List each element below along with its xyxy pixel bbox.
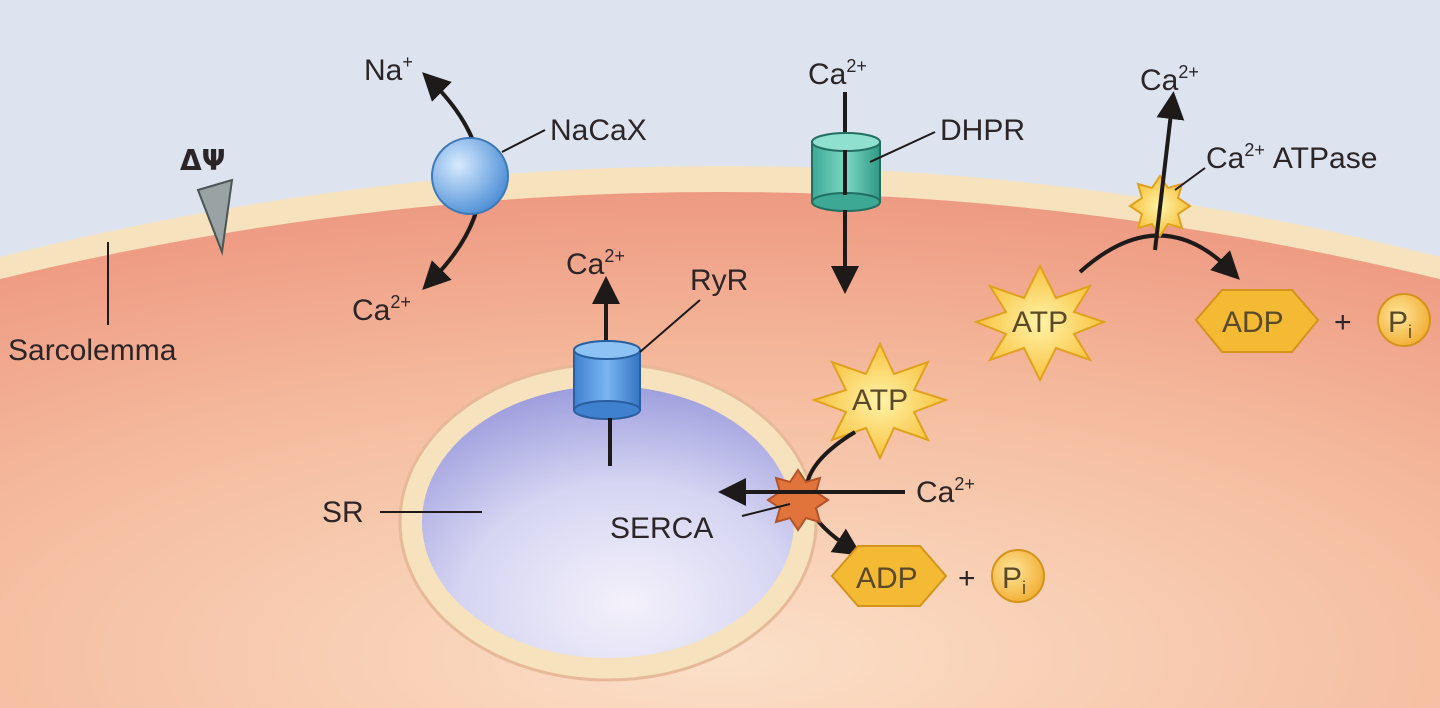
adp-label-1: ADP <box>1222 306 1284 339</box>
ryr-label: RyR <box>690 264 748 297</box>
sr-label: SR <box>322 496 364 529</box>
dhpr-channel-top <box>811 132 881 152</box>
ca-atpase-pointer <box>1174 167 1206 191</box>
ca-atpase-top-sup: 2+ <box>1178 62 1199 82</box>
dhpr-channel-bottom <box>811 192 881 212</box>
nacax-label: NaCaX <box>550 114 647 147</box>
pi-label-1: Pi <box>1388 306 1412 342</box>
na-sup: + <box>402 52 413 72</box>
serca-label: SERCA <box>610 512 713 545</box>
ca-serca-sup: 2+ <box>954 474 975 494</box>
pi-circle-icon <box>991 549 1045 603</box>
ca-serca-text: Ca <box>916 476 955 509</box>
ca-ryr-sup: 2+ <box>604 246 625 266</box>
sr-lumen <box>422 386 794 658</box>
atp-star-icon <box>973 263 1107 383</box>
ca-nacax-sup: 2+ <box>390 292 411 312</box>
atp-label-1: ATP <box>1012 306 1068 339</box>
ryr-channel-bottom <box>573 400 641 420</box>
ryr-channel-top <box>573 340 641 360</box>
ca-serca-label: Ca2+ <box>916 474 975 509</box>
pi2-sub: i <box>1022 578 1026 598</box>
na-text: Na <box>364 54 403 87</box>
ca-nacax-label: Ca2+ <box>352 292 411 327</box>
atpase-efflux-arrow <box>1153 91 1185 251</box>
pi2-text: P <box>1002 562 1022 595</box>
ca-atpase-sup: 2+ <box>1244 140 1265 160</box>
atp-label-2: ATP <box>852 384 908 417</box>
dhpr-label: DHPR <box>940 114 1025 147</box>
nacax-pointer <box>501 129 546 153</box>
ryr-pointer <box>639 299 701 353</box>
serca-pointer <box>741 503 791 517</box>
adp-diamond-icon <box>1194 289 1320 353</box>
adp-diamond-icon <box>830 545 948 607</box>
pi1-text: P <box>1388 306 1408 339</box>
pi-label-2: Pi <box>1002 562 1026 598</box>
ca-ryr-label: Ca2+ <box>566 246 625 281</box>
dhpr-pointer <box>869 131 936 163</box>
ca-nacax-text: Ca <box>352 294 391 327</box>
serca-pump <box>766 468 830 532</box>
atp-star-icon <box>810 341 950 461</box>
ca-ryr-text: Ca <box>566 248 605 281</box>
plus-label-2: + <box>958 562 976 595</box>
adp-label-2: ADP <box>856 562 918 595</box>
na-ion-label: Na+ <box>364 52 413 87</box>
pi1-sub: i <box>1408 322 1412 342</box>
ca-atpase-top-text: Ca <box>1140 64 1179 97</box>
pi-circle-icon <box>1377 293 1431 347</box>
ca-atpase-top-label: Ca2+ <box>1140 62 1199 97</box>
ca-dhpr-label: Ca2+ <box>808 56 867 91</box>
sarcolemma-label: Sarcolemma <box>8 334 177 367</box>
plus-label-1: + <box>1334 306 1352 339</box>
ca-atpase-text: Ca <box>1206 142 1245 175</box>
ca-dhpr-sup: 2+ <box>846 56 867 76</box>
atpase-word: ATPase <box>1273 142 1378 175</box>
delta-psi-triangle-icon <box>196 178 234 256</box>
ca-atpase-label: Ca2+ ATPase <box>1206 140 1377 175</box>
delta-psi-label: ΔΨ <box>180 144 225 177</box>
ca-dhpr-text: Ca <box>808 58 847 91</box>
nacax-exchanger <box>431 137 509 215</box>
